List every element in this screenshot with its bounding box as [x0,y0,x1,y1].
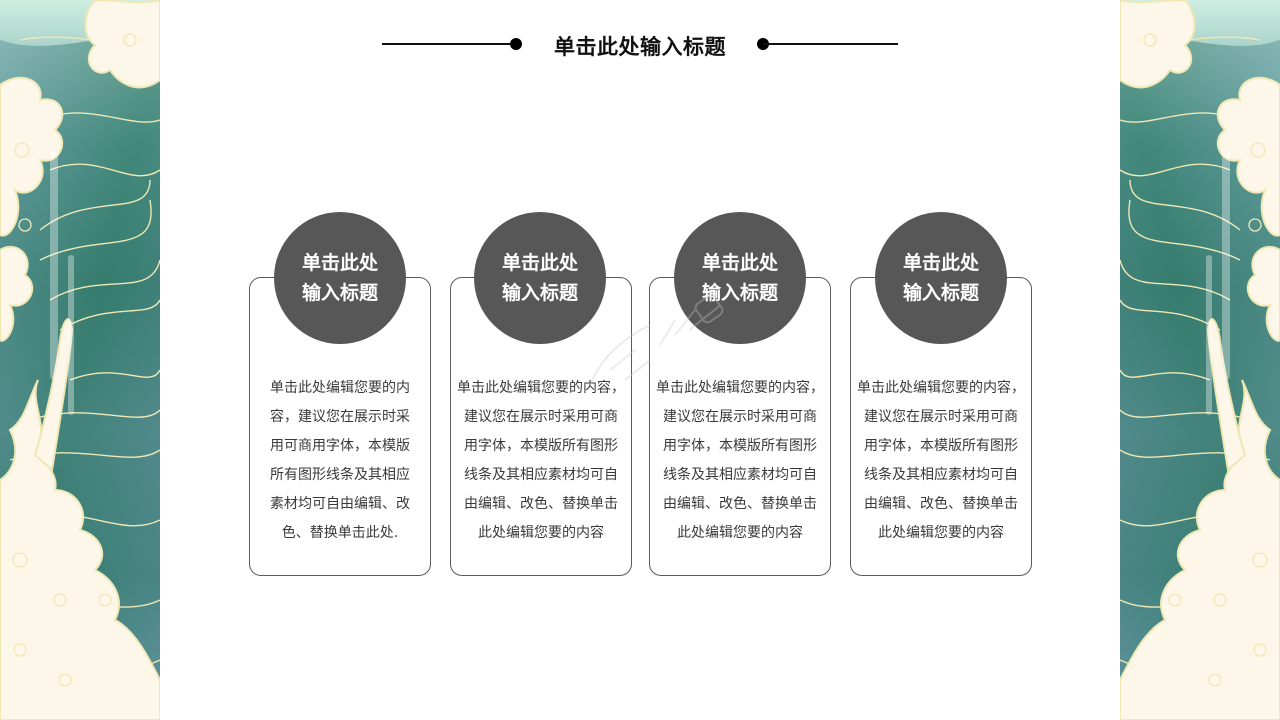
title-divider-left [382,43,512,45]
wave-cloud-pattern-icon [0,0,160,720]
page-title[interactable]: 单击此处输入标题 [554,35,726,59]
wave-cloud-pattern-icon [1120,0,1280,720]
card-heading-line: 输入标题 [902,282,979,304]
card-heading-line: 输入标题 [501,282,578,304]
card-body-text[interactable]: 单击此处编辑您要的内容， 建议您在展示时采用可商 用字体，本模版所有图形 线条及… [457,380,625,541]
card-heading-line: 单击此处 [301,252,378,274]
card-heading-circle-3[interactable]: 单击此处 输入标题 [674,212,806,344]
title-row: 单击此处输入标题 [160,0,1120,90]
content-card-2: 单击此处编辑您要的内容， 建议您在展示时采用可商 用字体，本模版所有图形 线条及… [450,277,632,576]
title-dot-left-icon [510,38,522,50]
card-heading-line: 单击此处 [501,252,578,274]
card-heading-line: 单击此处 [902,252,979,274]
left-decorative-panel [0,0,160,720]
card-heading-circle-1[interactable]: 单击此处 输入标题 [274,212,406,344]
card-body-text[interactable]: 单击此处编辑您要的内容， 建议您在展示时采用可商 用字体，本模版所有图形 线条及… [857,380,1025,541]
slide-canvas: 单击此处输入标题 单击此处编辑您要的内 容，建议您在展示时采 用可商用字体，本模… [160,0,1120,720]
title-divider-right [763,43,898,45]
card-heading-line: 单击此处 [701,252,778,274]
card-heading-circle-2[interactable]: 单击此处 输入标题 [474,212,606,344]
right-decorative-panel [1120,0,1280,720]
card-body-text[interactable]: 单击此处编辑您要的内容， 建议您在展示时采用可商 用字体，本模版所有图形 线条及… [656,380,824,541]
card-heading-line: 输入标题 [301,282,378,304]
card-heading-line: 输入标题 [701,282,778,304]
card-body-text[interactable]: 单击此处编辑您要的内 容，建议您在展示时采 用可商用字体，本模版 所有图形线条及… [270,380,410,541]
card-heading-circle-4[interactable]: 单击此处 输入标题 [875,212,1007,344]
content-card-4: 单击此处编辑您要的内容， 建议您在展示时采用可商 用字体，本模版所有图形 线条及… [850,277,1032,576]
